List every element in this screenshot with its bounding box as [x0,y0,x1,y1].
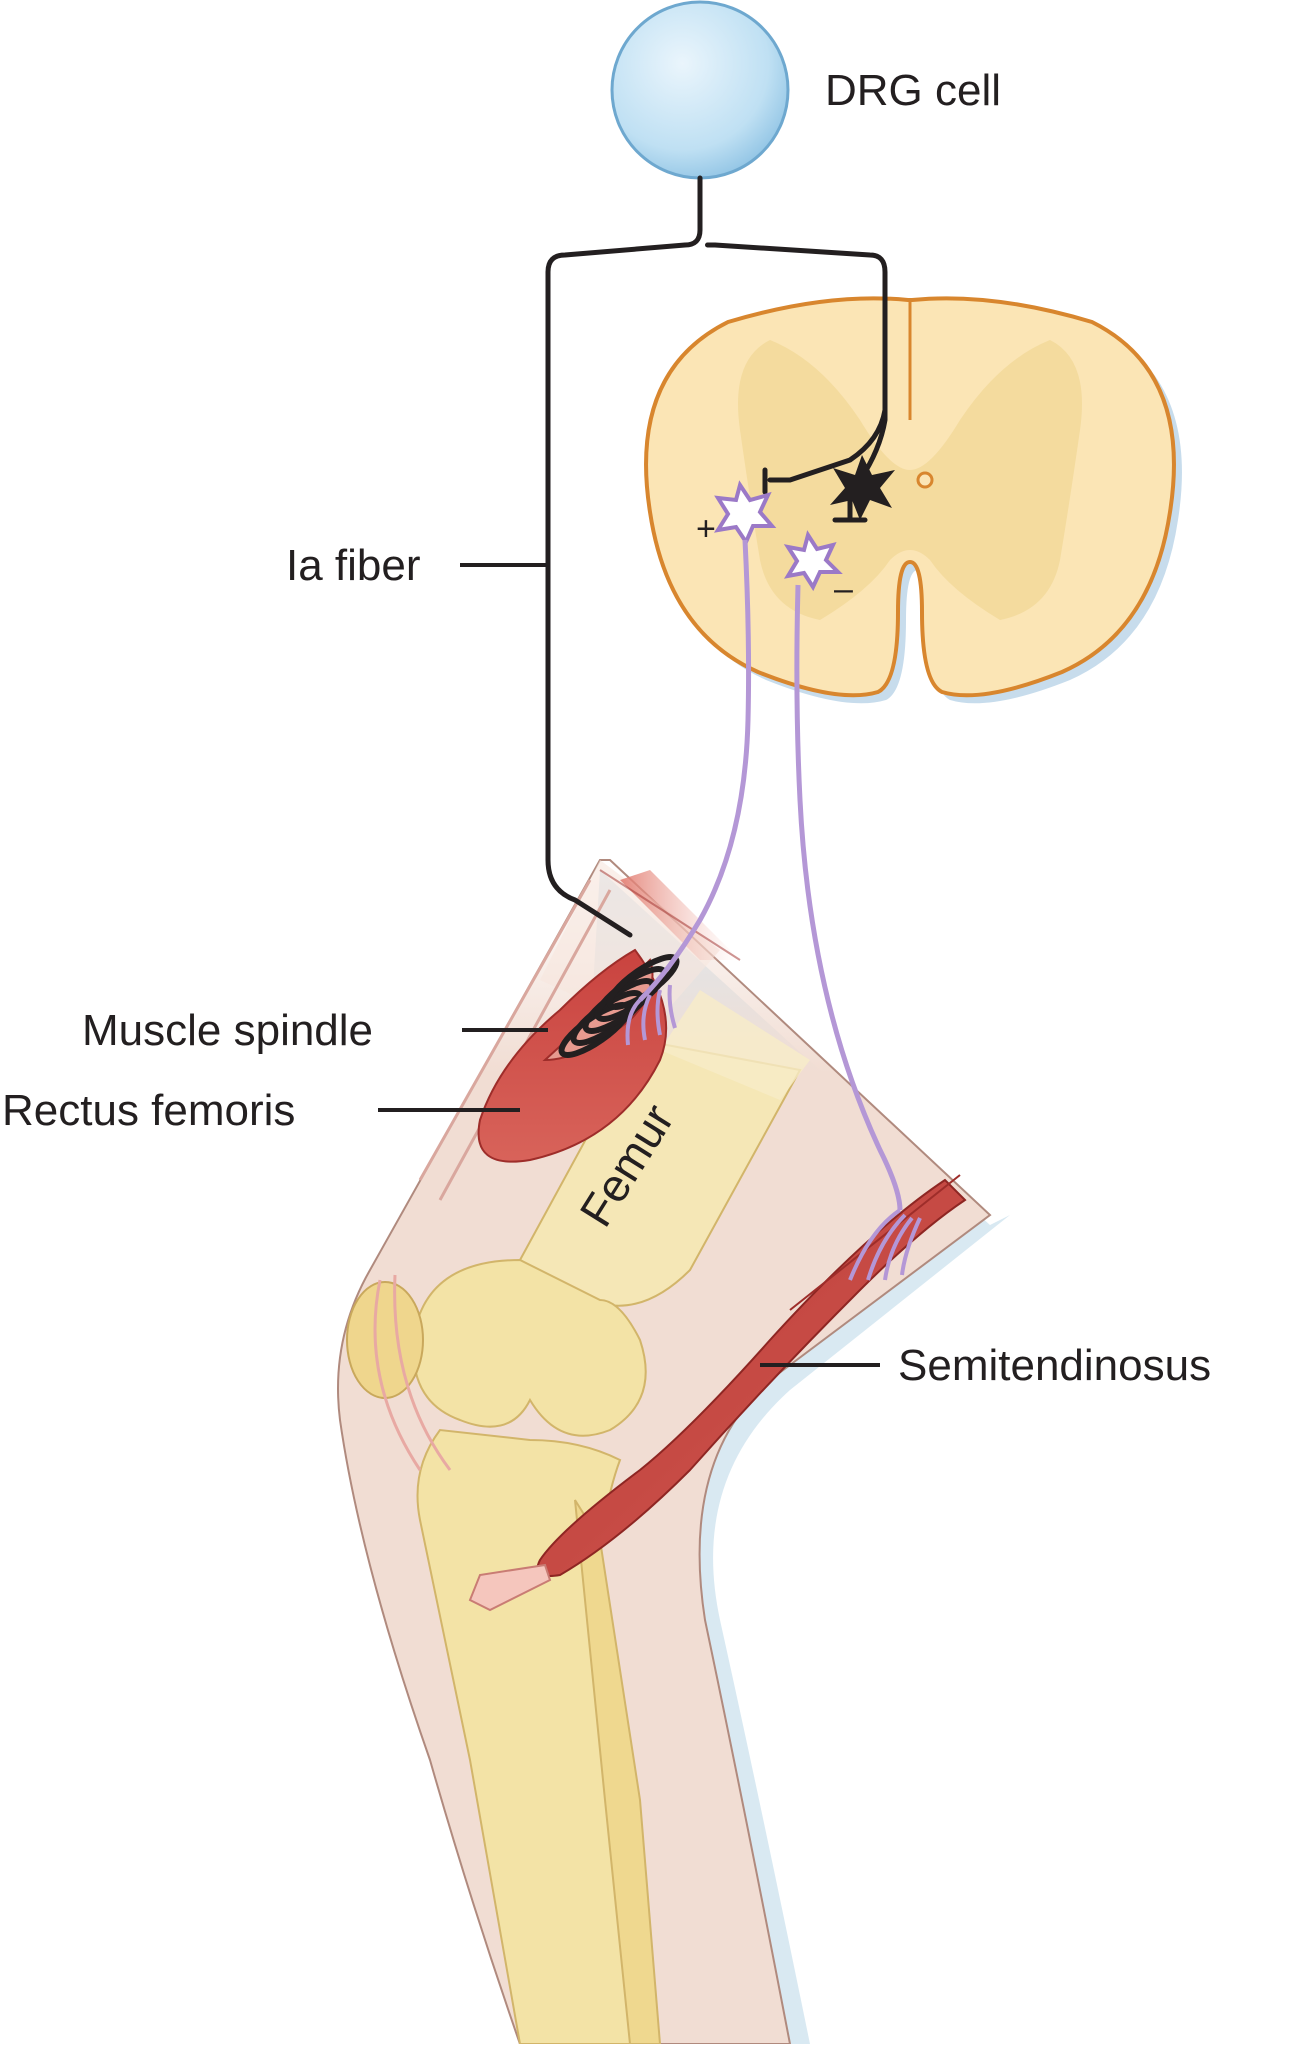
label-leaders [378,563,880,1367]
inhibitory-interneuron [830,455,895,520]
flexor-motor-axon [794,584,903,1211]
femur-shaft-upper [660,990,810,1100]
extensor-endplates [625,984,677,1046]
motor-neurons [625,480,922,1281]
flexor-endplates [848,1208,922,1281]
hamstring-skin-line [789,1174,961,1311]
patella [346,1281,424,1399]
drg-cell [610,0,790,180]
flexor-motor-neuron [783,530,843,592]
ia-fiber-label: Ia fiber [286,541,421,590]
semitendinosus-label: Semitendinosus [898,1341,1211,1390]
muscle-spindle-label: Muscle spindle [82,1006,373,1055]
knee-ligament [373,1274,452,1471]
inhibitory-sign: – [834,570,853,608]
rectus-femoris-edge [620,870,740,960]
thigh-upper-line [599,869,741,961]
extensor-motor-axon [638,539,752,1002]
drg-cell-label: DRG cell [825,66,1001,115]
rectus-femoris-label: Rectus femoris [2,1086,295,1135]
leg [337,859,1010,2045]
excitatory-sign: + [696,510,716,548]
spinal-cord [644,296,1182,704]
semitendinosus-tendon [468,1563,552,1612]
central-canal [916,471,934,489]
